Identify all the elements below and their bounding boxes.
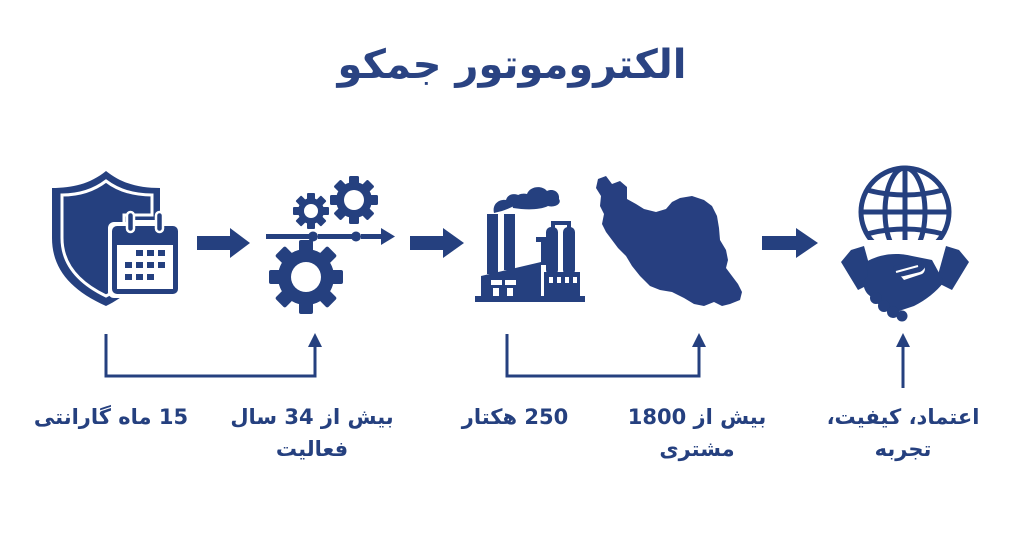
label-experience: بیش از 34 سال فعالیت bbox=[212, 401, 412, 465]
globe-handshake-icon bbox=[841, 165, 969, 322]
elbow-arrow-1 bbox=[104, 333, 322, 378]
label-customers: بیش از 1800 مشتری bbox=[597, 401, 797, 465]
label-area: 250 هکتار bbox=[415, 401, 615, 433]
label-line: بیش از 34 سال bbox=[230, 405, 394, 429]
diagram-title: الکتروموتور جمکو bbox=[337, 42, 687, 88]
label-warranty: 15 ماه گارانتی bbox=[11, 401, 211, 433]
gears-process-icon bbox=[266, 176, 395, 314]
right-arrow-icon bbox=[762, 228, 818, 258]
shield-calendar-icon bbox=[52, 171, 182, 306]
factory-icon bbox=[475, 187, 585, 302]
label-trust-quality: اعتماد، کیفیت، تجربه bbox=[803, 401, 1003, 465]
label-line: 15 ماه گارانتی bbox=[33, 405, 189, 429]
up-arrow-icon bbox=[896, 333, 910, 388]
right-arrow-icon bbox=[410, 228, 464, 258]
label-line: فعالیت bbox=[275, 437, 349, 461]
iran-map-icon bbox=[596, 176, 742, 306]
label-line: مشتری bbox=[659, 437, 735, 461]
label-line: اعتماد، کیفیت، bbox=[826, 405, 980, 429]
label-line: بیش از 1800 bbox=[627, 405, 767, 429]
elbow-arrow-2 bbox=[505, 333, 706, 378]
label-line: 250 هکتار bbox=[461, 405, 569, 429]
label-line: تجربه bbox=[874, 437, 932, 461]
right-arrow-icon bbox=[197, 228, 250, 258]
